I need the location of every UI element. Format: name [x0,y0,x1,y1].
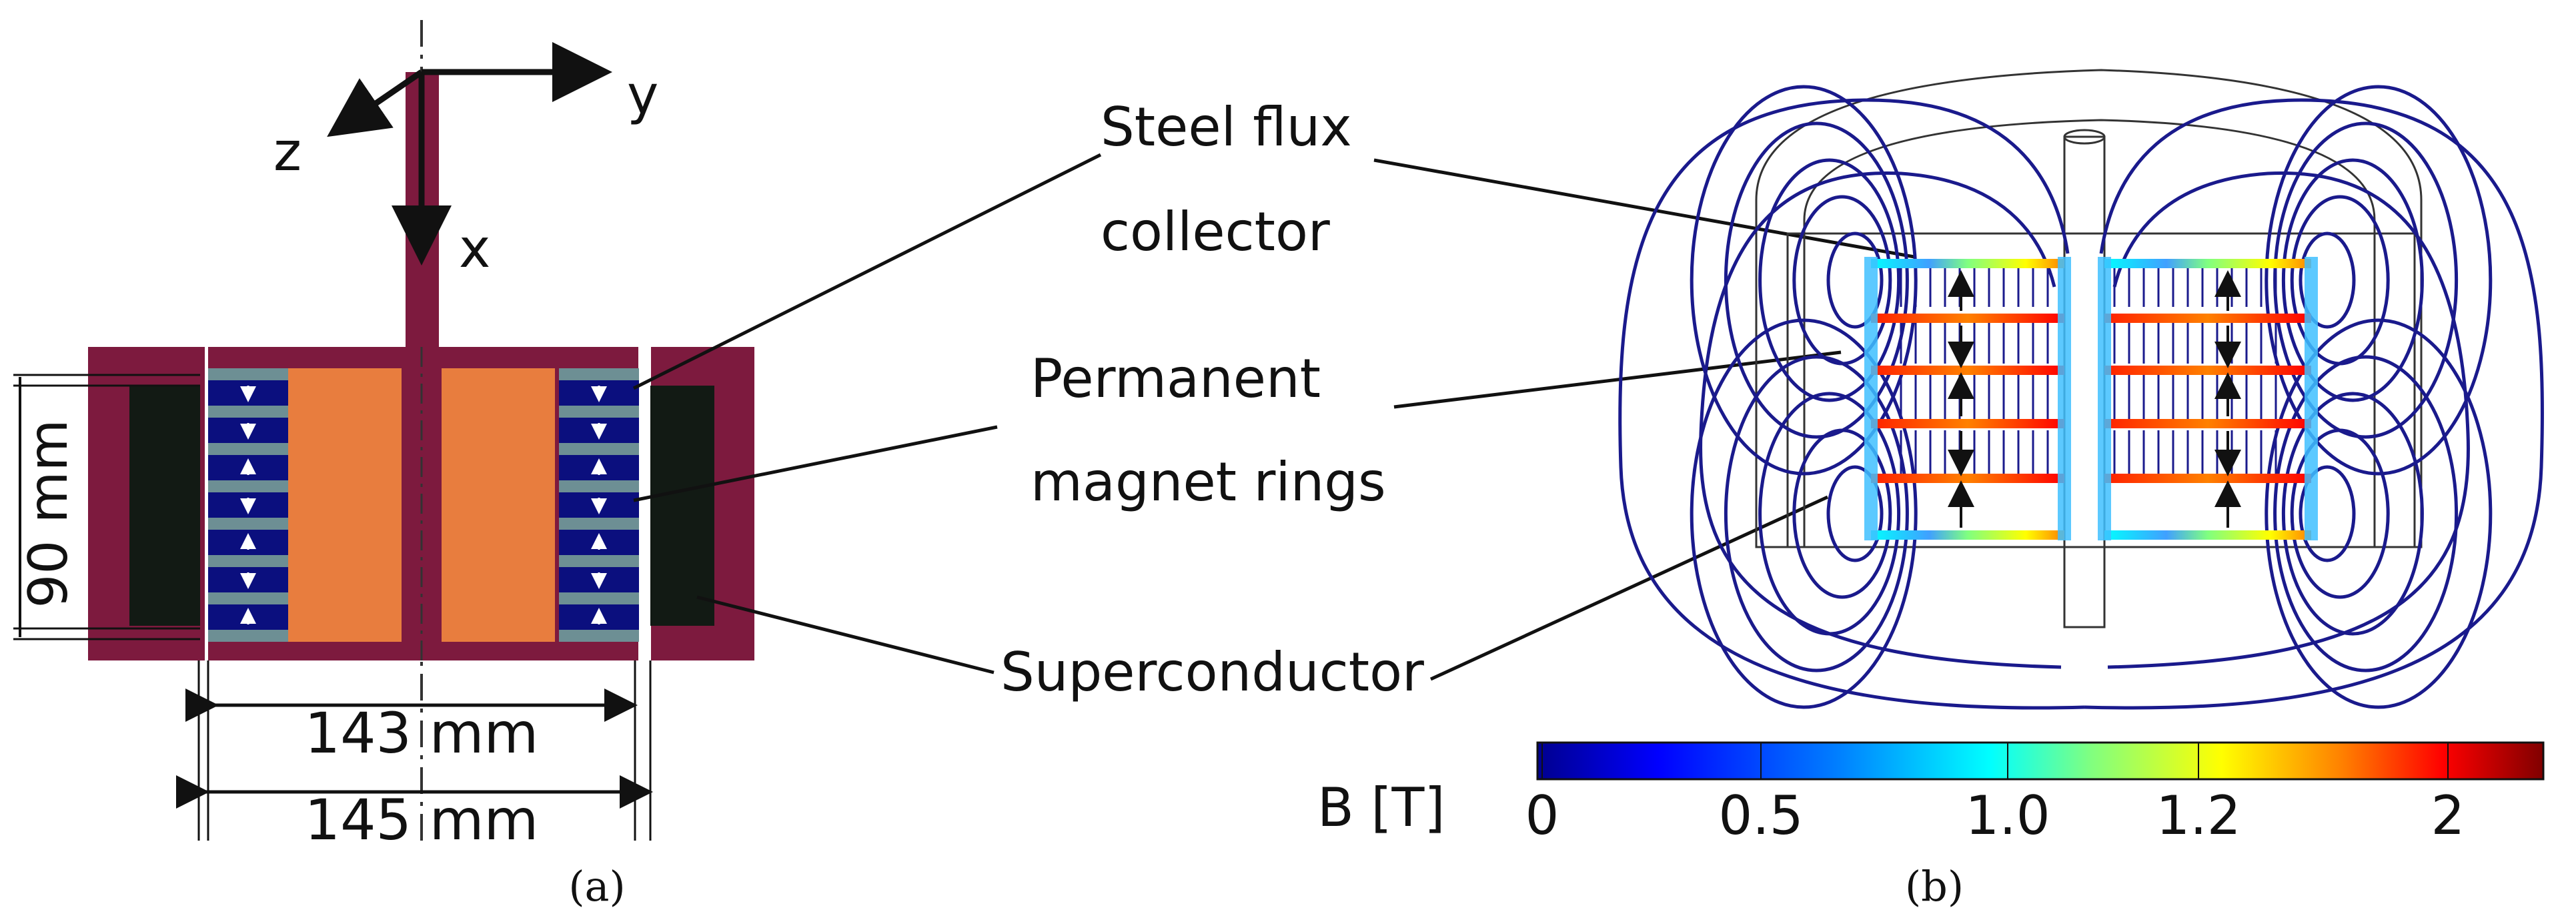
steel-layer [208,443,288,455]
leader-pm-a [633,425,998,502]
dim-height-label: 90 mm [17,419,79,608]
steel-plate-left [1871,419,2064,428]
steel-layer [208,368,288,380]
field-line-loop [2273,355,2459,672]
steel-plate-left [1871,530,2064,540]
field-lines [1618,85,2545,710]
dim-outer-label: 145 mm [305,787,539,853]
caption-a: (a) [568,862,625,911]
field-line-outer-left-2 [1699,171,2062,669]
steel-layer [208,592,288,604]
steel-layer [559,592,639,604]
dim-inner-label: 143 mm [305,701,539,766]
field-line-loop [2299,465,2356,562]
flux-column [2098,257,2111,540]
field-line-loop [1724,355,1909,672]
magnetization-arrows [1948,270,2241,528]
colorbar-tick-label: 0 [1525,785,1559,847]
steel-layer [208,518,288,530]
colorbar-tick-label: 1.2 [2156,785,2240,847]
steel-layer [559,406,639,418]
field-line-loop [2299,232,2356,329]
panel-b: 0 0.5 1.0 1.2 2 B [T] (b) [1317,69,2545,911]
callout-pm-line2: magnet rings [1031,451,1386,513]
panel-a: y x z 90 mm 143 mm 145 mm (a) [13,20,754,911]
field-line-loop [2281,158,2424,402]
core-left [288,368,402,642]
steel-layer [559,443,639,455]
flux-column [2305,257,2318,540]
leader-steel-b [1373,158,1915,259]
callouts: Steel flux collector Permanent magnet ri… [632,96,1915,703]
colorbar-tick-label: 1.0 [1965,785,2050,847]
steel-layer [208,406,288,418]
axis-label-z: z [273,121,301,183]
callout-steel-line2: collector [1101,201,1330,263]
steel-layer [559,555,639,567]
field-line-loop [1758,392,1901,636]
flux-column [2058,257,2071,540]
axis-label-y: y [627,64,658,126]
field-line-loop [1724,121,1909,439]
steel-layer [559,480,639,492]
steel-plate-left [1871,314,2064,323]
field-line-loop [2265,85,2493,476]
z-axis-arrow [327,69,424,137]
steel-plates [1864,257,2318,540]
colorbar-ticks: 0 0.5 1.0 1.2 2 [1525,743,2465,847]
steel-plate-right [2104,259,2311,268]
field-line-loop [1758,158,1901,402]
steel-plate-left [1871,259,2064,268]
field-line-loop [1690,318,1918,709]
callout-sc: Superconductor [1001,641,1424,703]
steel-plate-right [2104,366,2311,375]
field-line-loop [2265,318,2493,709]
callout-pm-line1: Permanent [1031,348,1321,410]
steel-layer [208,555,288,567]
steel-plate-right [2104,530,2311,540]
steel-plate-left [1871,474,2064,483]
steel-layer [559,518,639,530]
field-line-outer-right-2 [2107,171,2470,669]
field-line-loop [2290,428,2390,599]
field-line-loop [1792,428,1892,599]
field-line-loop [1826,465,1884,562]
colorbar-title: B [T] [1317,777,1445,839]
core-right [442,368,555,642]
colorbar-tick-label: 2 [2431,785,2465,847]
leader-steel-a [632,153,1102,390]
superconductor-left [129,386,200,626]
steel-plate-right [2104,314,2311,323]
colorbar [1536,741,2545,781]
callout-steel-line1: Steel flux [1101,96,1352,158]
colorbar-tick-label: 0.5 [1718,785,1803,847]
field-line-loop [2281,392,2424,636]
steel-plate-right [2104,474,2311,483]
field-line-outer-left [1618,98,2085,710]
steel-layer [559,368,639,380]
superconductor-right [650,386,714,626]
leader-pm-b [1393,350,1842,409]
magnet-stack-right [559,368,639,642]
leader-sc-a [696,595,995,674]
axis-label-x: x [459,217,490,280]
steel-layer [559,630,639,642]
magnet-stack-left [208,368,288,642]
flux-column [1864,257,1878,540]
caption-b: (b) [1905,862,1964,911]
steel-plate-left [1871,366,2064,375]
steel-layer [208,480,288,492]
field-line-loop [1826,232,1884,329]
field-line-outer-right [2084,98,2545,710]
steel-plate-right [2104,419,2311,428]
steel-layer [208,630,288,642]
